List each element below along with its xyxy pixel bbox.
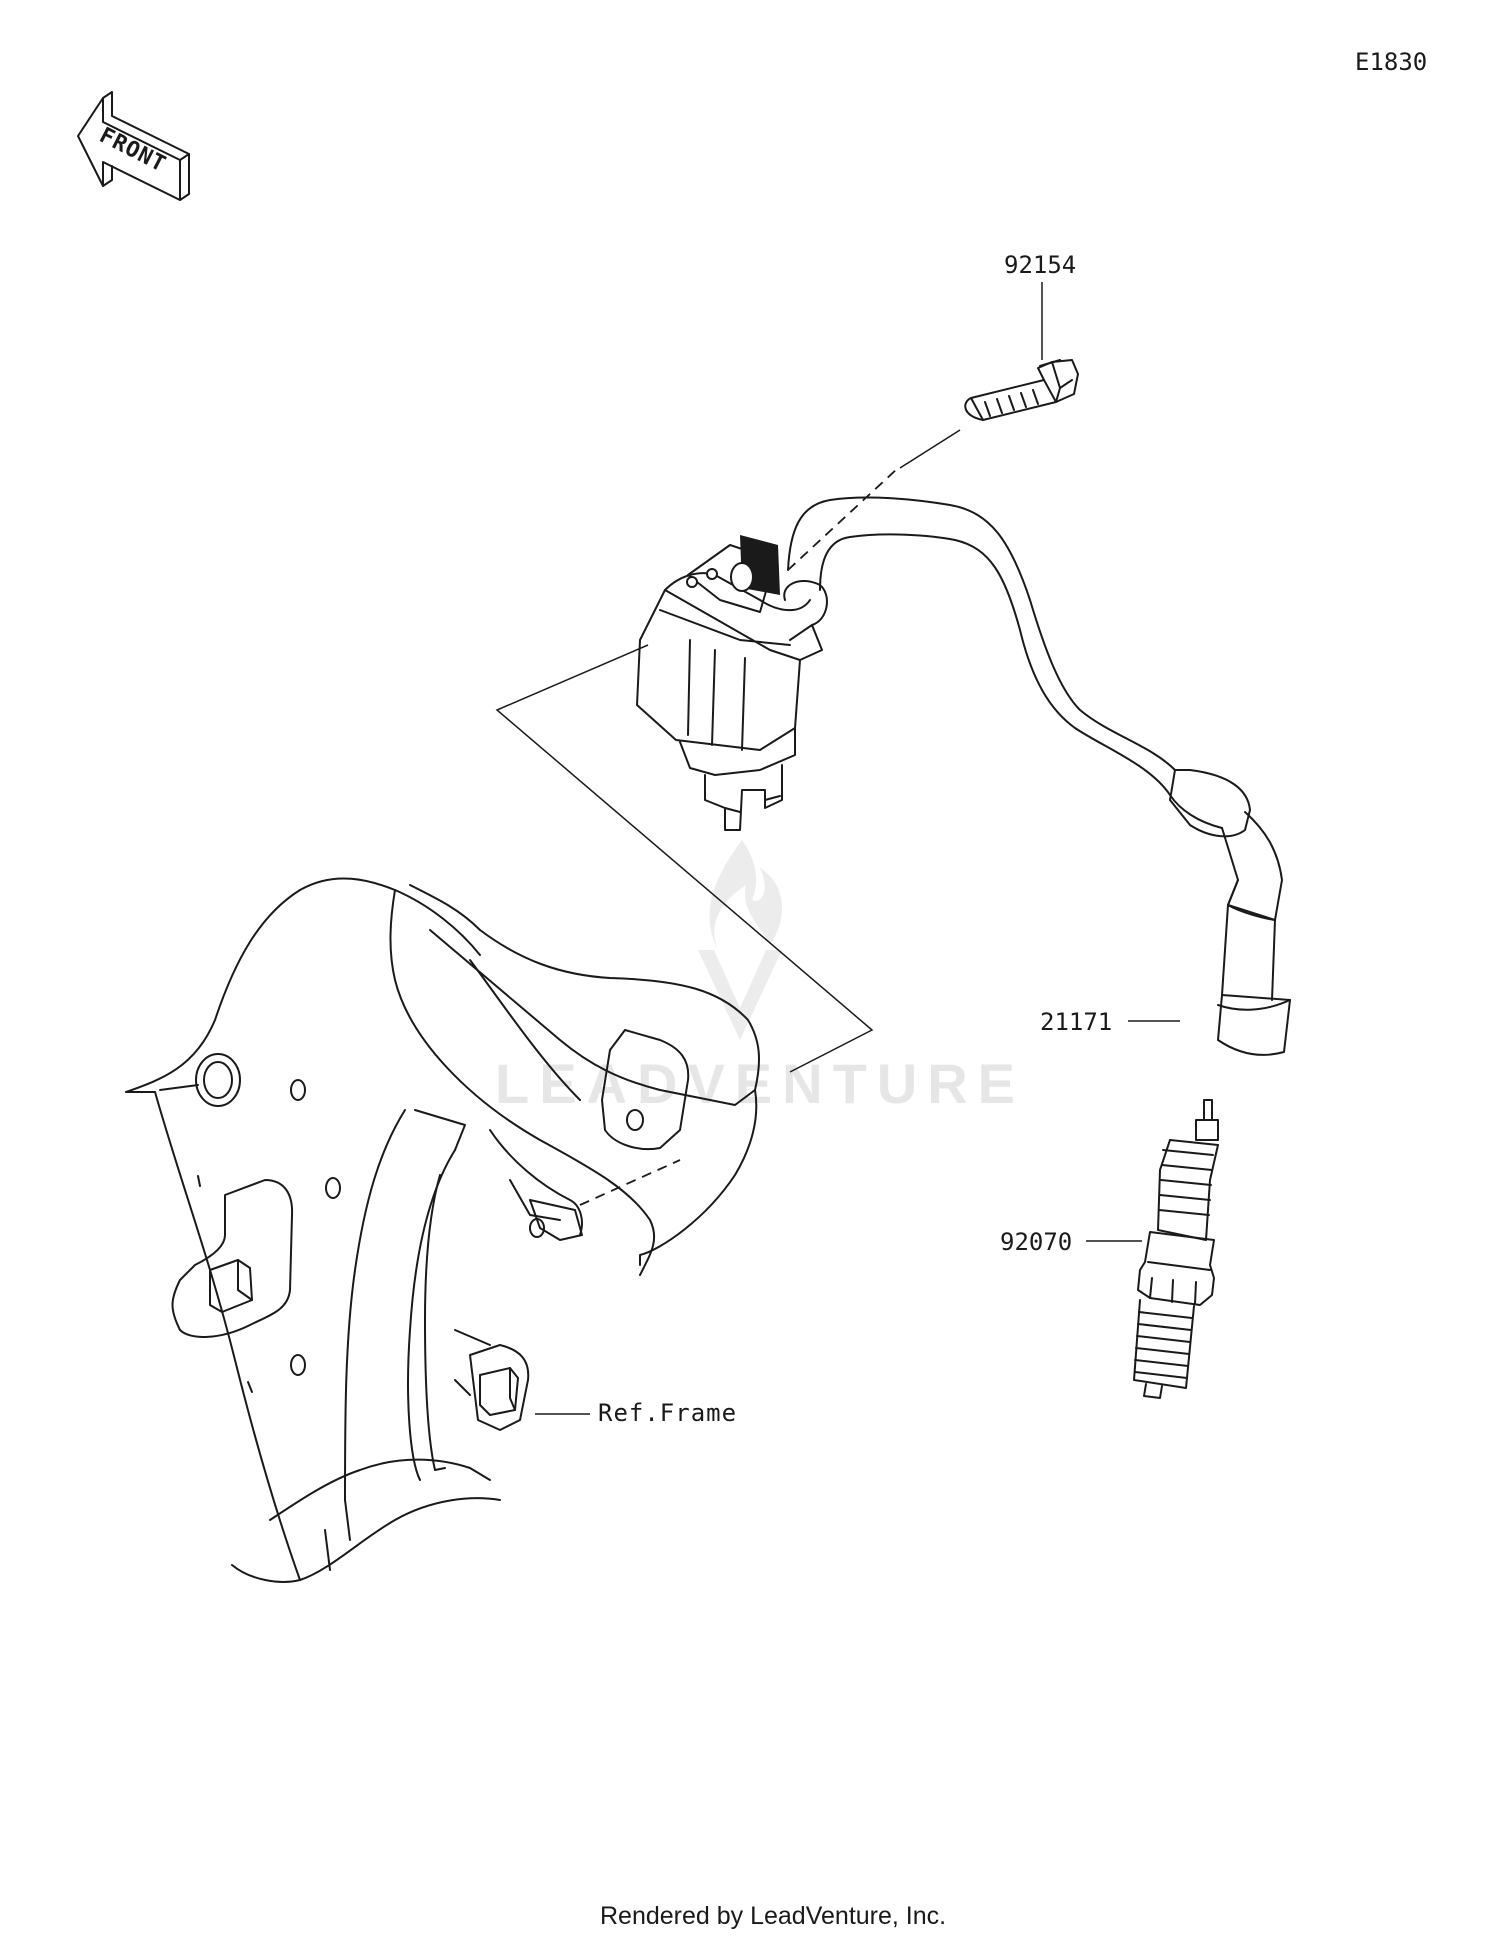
plug-cap-21171	[1169, 769, 1291, 1056]
diagram-code: E1830	[1355, 48, 1427, 76]
coil-connector-hole	[730, 562, 754, 592]
callout-92070: 92070	[1000, 1228, 1072, 1256]
frame-hole	[290, 1079, 306, 1101]
footer-credit: Rendered by LeadVenture, Inc.	[600, 1902, 946, 1930]
watermark: LEADVENTURE	[495, 840, 1025, 1115]
front-arrow-icon: FRONT	[77, 91, 190, 201]
reference-box-lines	[495, 644, 874, 1073]
frame-hole	[203, 1061, 233, 1099]
spark-plug-92070	[1133, 1099, 1219, 1399]
bolt-axis-line	[899, 429, 961, 469]
frame-ref-label: Ref.Frame	[598, 1399, 737, 1427]
frame-hole	[290, 1354, 306, 1376]
frame	[125, 877, 760, 1583]
callout-21171: 21171	[1040, 1008, 1112, 1036]
callout-92154: 92154	[1004, 251, 1076, 279]
watermark-logo	[698, 840, 783, 1040]
frame-hole	[325, 1177, 341, 1199]
front-label: FRONT	[95, 123, 170, 178]
ht-lead	[787, 496, 1176, 771]
ignition-coil	[636, 467, 1176, 831]
watermark-text: LEADVENTURE	[495, 1052, 1025, 1115]
bolt-92154	[964, 359, 1079, 421]
